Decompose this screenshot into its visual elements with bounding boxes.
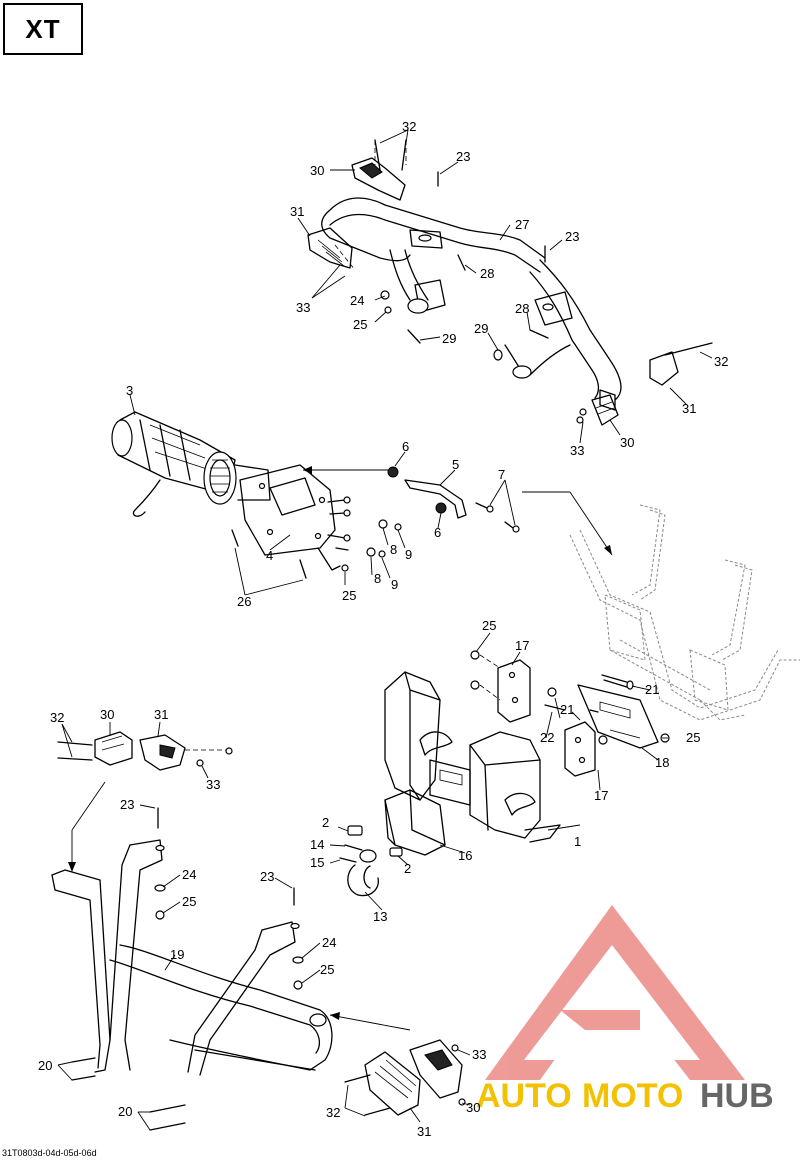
callout-24: 24 — [322, 935, 336, 950]
callout-33: 33 — [570, 443, 584, 458]
middle-leaders — [329, 632, 668, 911]
callout-13: 13 — [373, 909, 387, 924]
upper-leaders — [297, 129, 713, 444]
callout-21: 21 — [560, 702, 574, 717]
callout-32: 32 — [326, 1105, 340, 1120]
callout-25: 25 — [342, 588, 356, 603]
callout-21: 21 — [645, 682, 659, 697]
callout-25: 25 — [686, 730, 700, 745]
callout-33: 33 — [296, 300, 310, 315]
winch-leaders — [129, 394, 613, 596]
lower-right-bracket-set — [329, 1012, 471, 1123]
callout-23: 23 — [260, 869, 274, 884]
upper-hardware — [374, 139, 713, 426]
watermark-text: AUTO MOTO HUB — [476, 1077, 774, 1115]
callout-2: 2 — [322, 815, 329, 830]
upper-left-bracket — [307, 140, 407, 271]
callout-8: 8 — [374, 571, 381, 586]
watermark-logo — [485, 905, 745, 1080]
watermark-hub: HUB — [700, 1077, 774, 1115]
callout-30: 30 — [466, 1100, 480, 1115]
callout-29: 29 — [442, 331, 456, 346]
fairlead-bracket — [303, 466, 520, 533]
variant-label-box: XT — [3, 3, 83, 55]
callout-31: 31 — [682, 401, 696, 416]
callout-31: 31 — [290, 204, 304, 219]
reference-code: 31T0803d-04d-05d-06d — [2, 1148, 97, 1158]
callout-29: 29 — [474, 321, 488, 336]
callout-32: 32 — [714, 354, 728, 369]
callout-20: 20 — [38, 1058, 52, 1073]
callout-9: 9 — [405, 547, 412, 562]
variant-label: XT — [25, 13, 61, 44]
callout-24: 24 — [182, 867, 196, 882]
callout-2: 2 — [404, 861, 411, 876]
winch-assembly — [111, 411, 271, 517]
callout-labels: 32 30 23 31 27 23 28 24 33 28 25 29 29 3… — [38, 119, 728, 1139]
callout-25: 25 — [353, 317, 367, 332]
callout-25: 25 — [482, 618, 496, 633]
callout-6: 6 — [402, 439, 409, 454]
tow-hook-assembly — [339, 789, 446, 897]
callout-14: 14 — [310, 837, 324, 852]
callout-8: 8 — [390, 542, 397, 557]
callout-19: 19 — [170, 947, 184, 962]
callout-27: 27 — [515, 217, 529, 232]
callout-4: 4 — [266, 548, 273, 563]
callout-15: 15 — [310, 855, 324, 870]
upper-bumper-tube — [321, 197, 622, 411]
callout-16: 16 — [458, 848, 472, 863]
callout-24: 24 — [350, 293, 364, 308]
callout-32: 32 — [402, 119, 416, 134]
callout-22: 22 — [540, 730, 554, 745]
winch-mounting-plate — [239, 464, 341, 571]
callout-26: 26 — [237, 594, 251, 609]
callout-1: 1 — [574, 834, 581, 849]
callout-17: 17 — [515, 638, 529, 653]
callout-25: 25 — [320, 962, 334, 977]
callout-18: 18 — [655, 755, 669, 770]
callout-30: 30 — [620, 435, 634, 450]
callout-3: 3 — [126, 383, 133, 398]
callout-30: 30 — [310, 163, 324, 178]
callout-23: 23 — [120, 797, 134, 812]
callout-28: 28 — [480, 266, 494, 281]
callout-33: 33 — [206, 777, 220, 792]
callout-23: 23 — [456, 149, 470, 164]
callout-31: 31 — [417, 1124, 431, 1139]
callout-25: 25 — [182, 894, 196, 909]
callout-23: 23 — [565, 229, 579, 244]
skid-plate-brackets — [470, 650, 670, 777]
lower-front-bumper — [51, 839, 333, 1076]
watermark-auto: AUTO — [476, 1077, 572, 1115]
callout-9: 9 — [391, 577, 398, 592]
callout-31: 31 — [154, 707, 168, 722]
callout-20: 20 — [118, 1104, 132, 1119]
callout-6: 6 — [434, 525, 441, 540]
callout-32: 32 — [50, 710, 64, 725]
callout-33: 33 — [472, 1047, 486, 1062]
callout-7: 7 — [498, 467, 505, 482]
winch-hardware — [231, 496, 402, 579]
lower-left-bracket-set — [57, 721, 233, 872]
lower-bumper-hardware — [57, 804, 321, 1131]
callout-30: 30 — [100, 707, 114, 722]
watermark-moto: MOTO — [582, 1077, 683, 1115]
front-skid-plate — [384, 671, 561, 843]
vehicle-frame-outline — [569, 504, 800, 721]
callout-5: 5 — [452, 457, 459, 472]
callout-28: 28 — [515, 301, 529, 316]
callout-17: 17 — [594, 788, 608, 803]
